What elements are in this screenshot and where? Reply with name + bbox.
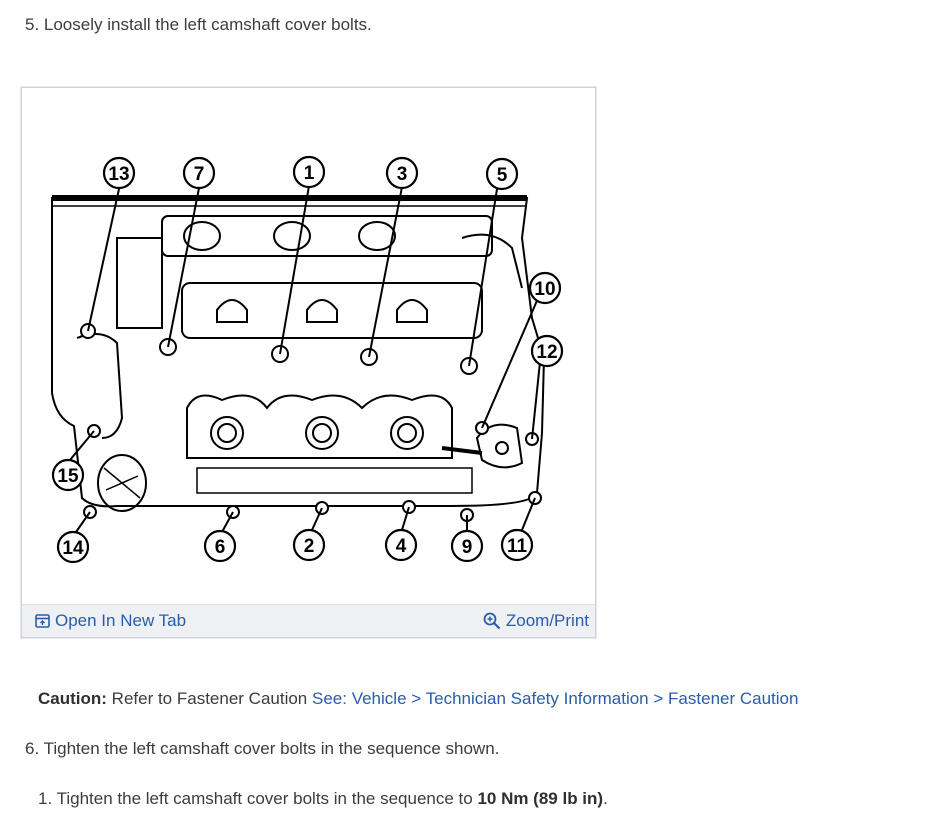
callout-9: 9 bbox=[450, 529, 484, 563]
open-in-new-tab-link[interactable]: Open In New Tab bbox=[35, 610, 186, 632]
breadcrumb-separator: > bbox=[411, 689, 422, 708]
substep-1-text: 1. Tighten the left camshaft cover bolts… bbox=[38, 788, 608, 810]
callout-label: 13 bbox=[108, 164, 129, 185]
callout-6: 6 bbox=[203, 529, 237, 563]
callout-label: 9 bbox=[462, 537, 473, 558]
callout-label: 7 bbox=[194, 164, 205, 185]
callout-label: 2 bbox=[304, 536, 315, 557]
callout-1: 1 bbox=[292, 155, 326, 189]
callout-5: 5 bbox=[485, 157, 519, 191]
breadcrumb-separator: > bbox=[653, 689, 664, 708]
vehicle-link[interactable]: Vehicle bbox=[351, 689, 407, 708]
step-5-text: 5. Loosely install the left camshaft cov… bbox=[25, 15, 372, 34]
magnifier-plus-icon bbox=[483, 612, 501, 630]
technician-safety-link[interactable]: Technician Safety Information bbox=[425, 689, 649, 708]
caution-label: Caution: bbox=[38, 689, 107, 708]
caution-text: Refer to Fastener Caution bbox=[106, 689, 312, 708]
zoom-print-label: Zoom/Print bbox=[505, 611, 589, 630]
callout-13: 13 bbox=[102, 156, 136, 190]
substep-1-prefix: 1. Tighten the left camshaft cover bolts… bbox=[38, 789, 478, 808]
callout-4: 4 bbox=[384, 528, 418, 562]
caution-note: Caution: Refer to Fastener Caution See: … bbox=[38, 688, 798, 710]
external-tab-icon bbox=[35, 614, 50, 628]
callout-label: 5 bbox=[497, 165, 508, 186]
figure-toolbar: Open In New Tab Zoom/Print bbox=[22, 604, 595, 637]
see-link[interactable]: See: bbox=[311, 689, 347, 708]
open-in-new-tab-label: Open In New Tab bbox=[55, 611, 187, 630]
callout-2: 2 bbox=[292, 528, 326, 562]
callout-label: 10 bbox=[534, 279, 555, 300]
callout-11: 11 bbox=[500, 528, 534, 562]
callout-10: 10 bbox=[528, 271, 562, 305]
callout-label: 6 bbox=[215, 537, 226, 558]
fastener-caution-link[interactable]: Fastener Caution bbox=[668, 689, 799, 708]
step-6-text: 6. Tighten the left camshaft cover bolts… bbox=[25, 739, 500, 758]
callout-label: 12 bbox=[536, 342, 557, 363]
callout-3: 3 bbox=[385, 156, 419, 190]
callout-15: 15 bbox=[51, 458, 85, 492]
torque-spec: 10 Nm (89 lb in) bbox=[477, 789, 604, 808]
callout-14: 14 bbox=[56, 530, 90, 564]
callout-label: 14 bbox=[62, 538, 84, 559]
callout-12: 12 bbox=[530, 334, 564, 368]
callout-label: 3 bbox=[397, 164, 408, 185]
zoom-print-link[interactable]: Zoom/Print bbox=[483, 610, 589, 632]
callout-7: 7 bbox=[182, 156, 216, 190]
callout-label: 11 bbox=[507, 536, 528, 557]
callout-label: 15 bbox=[57, 466, 79, 487]
callout-label: 1 bbox=[304, 163, 315, 184]
callout-label: 4 bbox=[396, 536, 407, 557]
substep-1-suffix: . bbox=[603, 789, 608, 808]
